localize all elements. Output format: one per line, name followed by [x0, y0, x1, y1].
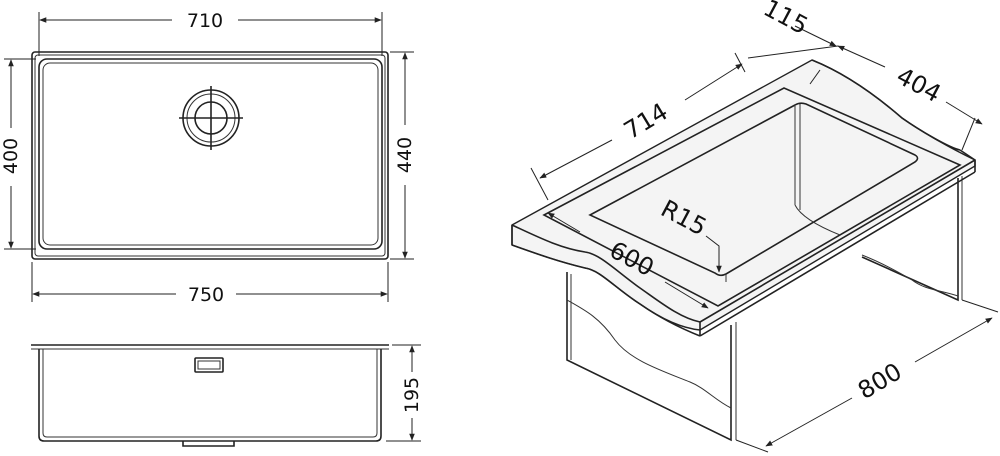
side-view: 195: [31, 344, 423, 447]
dim-label-400: 400: [0, 138, 22, 174]
dim-label-404: 404: [892, 62, 946, 108]
dim-label-800: 800: [853, 357, 907, 405]
sink-bowl-opening: [588, 102, 919, 277]
dim-label-115: 115: [759, 0, 813, 40]
cabinet-right-panel: [861, 178, 959, 302]
perspective-view: 714 115 404 R15 600 800: [511, 0, 999, 453]
top-view: 710 400 440 750: [0, 10, 416, 306]
dim-label-710: 710: [187, 10, 223, 32]
drain-outlet: [182, 441, 235, 447]
cabinet-left-panel: [566, 272, 732, 442]
drain-icon: [179, 86, 243, 150]
sink-bowl-inner-line: [42, 62, 379, 246]
sink-flange-inner-line: [34, 54, 386, 257]
countertop-front-edge: [511, 224, 701, 336]
dim-label-440: 440: [394, 137, 416, 173]
sink-basin-profile: [38, 349, 382, 442]
dim-label-750: 750: [188, 284, 224, 306]
overflow-slot: [194, 357, 224, 373]
sink-flange: [542, 87, 962, 307]
sink-bowl-outline: [38, 58, 383, 250]
dim-label-195: 195: [401, 377, 423, 413]
sink-outer-outline: [31, 51, 389, 260]
dim-label-714: 714: [619, 97, 673, 145]
